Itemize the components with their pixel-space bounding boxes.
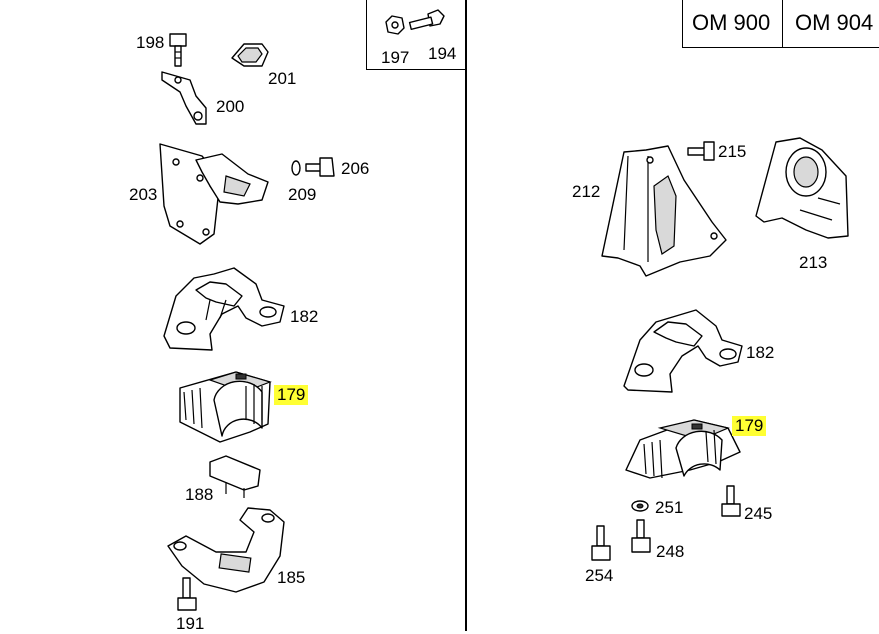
- callout-215[interactable]: 215: [718, 142, 747, 161]
- callout-179-right[interactable]: 179: [732, 416, 767, 436]
- callout-212[interactable]: 212: [572, 182, 601, 201]
- engine-header-divider: [782, 0, 783, 48]
- callout-198[interactable]: 198: [136, 33, 165, 52]
- callout-182-left[interactable]: 182: [290, 307, 319, 326]
- callout-201[interactable]: 201: [268, 69, 297, 88]
- callout-251[interactable]: 251: [655, 498, 684, 517]
- bracket-203-drawing: [159, 143, 269, 245]
- callout-191[interactable]: 191: [176, 614, 205, 633]
- nut-197-drawing: [385, 15, 405, 35]
- bolt-254-drawing: [591, 525, 611, 561]
- bolt-191-drawing: [177, 577, 197, 611]
- callout-203[interactable]: 203: [129, 185, 158, 204]
- bracket-212-drawing: [601, 145, 727, 277]
- rubber-mount-179-right-drawing: [625, 419, 741, 479]
- bolt-inset-frame: [366, 0, 467, 70]
- bracket-200-drawing: [161, 71, 207, 125]
- callout-188[interactable]: 188: [185, 485, 214, 504]
- callout-185[interactable]: 185: [277, 568, 306, 587]
- rubber-mount-179-left-drawing: [179, 371, 272, 443]
- bolt-245-drawing: [721, 485, 741, 517]
- callout-200[interactable]: 200: [216, 97, 245, 116]
- bolt-206-drawing: [305, 157, 335, 177]
- mount-182-left-drawing: [163, 267, 285, 351]
- callout-179-left[interactable]: 179: [274, 385, 309, 405]
- engine-om900-label[interactable]: OM 900: [692, 10, 771, 35]
- bolt-215-drawing: [687, 141, 715, 161]
- callout-197[interactable]: 197: [381, 48, 410, 67]
- bolt-198-drawing: [169, 33, 187, 67]
- callout-194[interactable]: 194: [428, 44, 457, 63]
- callout-182-right[interactable]: 182: [746, 343, 775, 362]
- bolt-248-drawing: [631, 519, 651, 553]
- clip-201-drawing: [231, 43, 269, 67]
- bracket-213-drawing: [755, 137, 849, 239]
- stop-188-drawing: [209, 455, 261, 498]
- center-divider: [465, 0, 467, 631]
- callout-206[interactable]: 206: [341, 159, 370, 178]
- cradle-185-drawing: [167, 507, 285, 593]
- washer-251-drawing: [631, 500, 649, 512]
- callout-254[interactable]: 254: [585, 566, 614, 585]
- engine-om904-label[interactable]: OM 904: [795, 10, 874, 35]
- bolt-194-drawing: [408, 9, 445, 31]
- callout-245[interactable]: 245: [744, 504, 773, 523]
- callout-213[interactable]: 213: [799, 253, 828, 272]
- engine-header-frame: [682, 0, 879, 48]
- washer-209-drawing: [291, 160, 301, 176]
- callout-248[interactable]: 248: [656, 542, 685, 561]
- callout-209[interactable]: 209: [288, 185, 317, 204]
- mount-182-right-drawing: [623, 309, 743, 393]
